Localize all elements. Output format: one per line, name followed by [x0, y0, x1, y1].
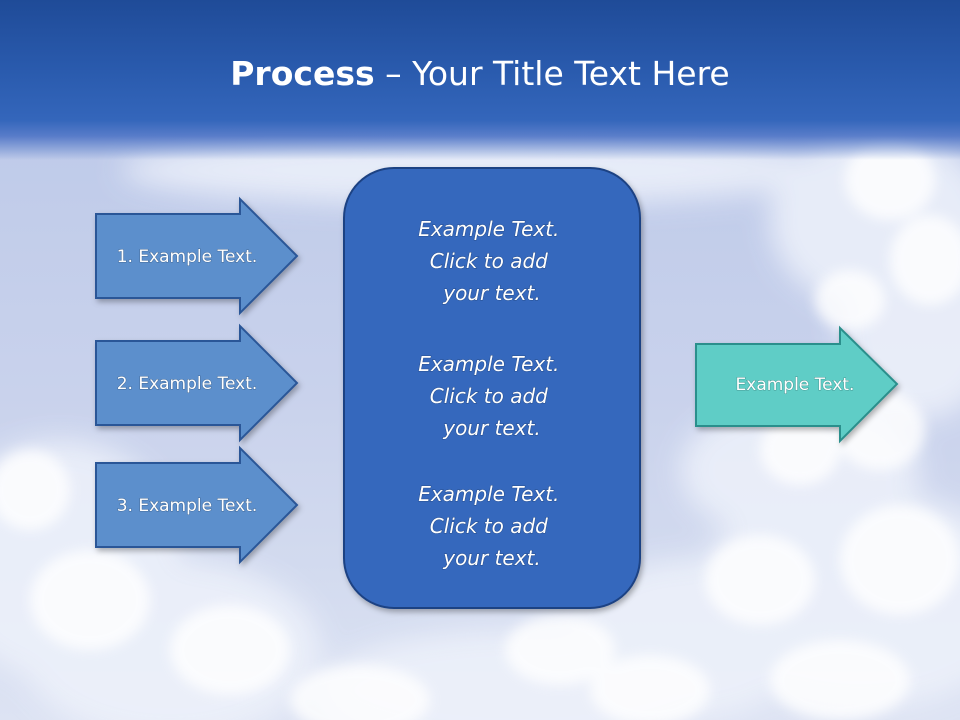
center-box[interactable]: Example Text. Click to add your text. Ex…	[343, 167, 641, 609]
slide-title[interactable]: Process – Your Title Text Here	[0, 52, 960, 96]
center-block-1-line-1: Example Text.	[418, 217, 559, 241]
input-arrow-2-label: 2. Example Text.	[117, 374, 258, 394]
output-arrow-shape	[695, 325, 899, 444]
input-arrow-2[interactable]: 2. Example Text.	[95, 323, 299, 443]
output-arrow-label: Example Text.	[736, 375, 855, 395]
output-arrow[interactable]: Example Text.	[695, 325, 899, 444]
input-arrow-1[interactable]: 1. Example Text.	[95, 196, 299, 316]
input-arrow-1-shape	[95, 196, 299, 316]
center-block-1-line-2: Click to add	[430, 249, 548, 273]
input-arrow-2-shape	[95, 323, 299, 443]
center-block-1-line-3: your text.	[442, 281, 541, 305]
center-block-3-line-3: your text.	[442, 546, 541, 570]
title-bold-part: Process	[230, 54, 375, 93]
center-block-3: Example Text. Click to add your text.	[418, 482, 566, 570]
center-block-2-line-3: your text.	[442, 416, 541, 440]
title-rest-part: – Your Title Text Here	[374, 54, 730, 93]
title-band	[0, 0, 960, 160]
center-block-2-line-1: Example Text.	[418, 352, 559, 376]
input-arrow-3-label: 3. Example Text.	[117, 496, 258, 516]
input-arrow-1-label: 1. Example Text.	[117, 247, 258, 267]
input-arrow-3[interactable]: 3. Example Text.	[95, 445, 299, 565]
center-block-2-line-2: Click to add	[430, 384, 548, 408]
center-block-3-line-2: Click to add	[430, 514, 548, 538]
center-block-1: Example Text. Click to add your text.	[418, 217, 566, 305]
input-arrow-3-shape	[95, 445, 299, 565]
center-box-shape	[343, 167, 641, 609]
center-block-3-line-1: Example Text.	[418, 482, 559, 506]
center-block-2: Example Text. Click to add your text.	[418, 352, 566, 440]
